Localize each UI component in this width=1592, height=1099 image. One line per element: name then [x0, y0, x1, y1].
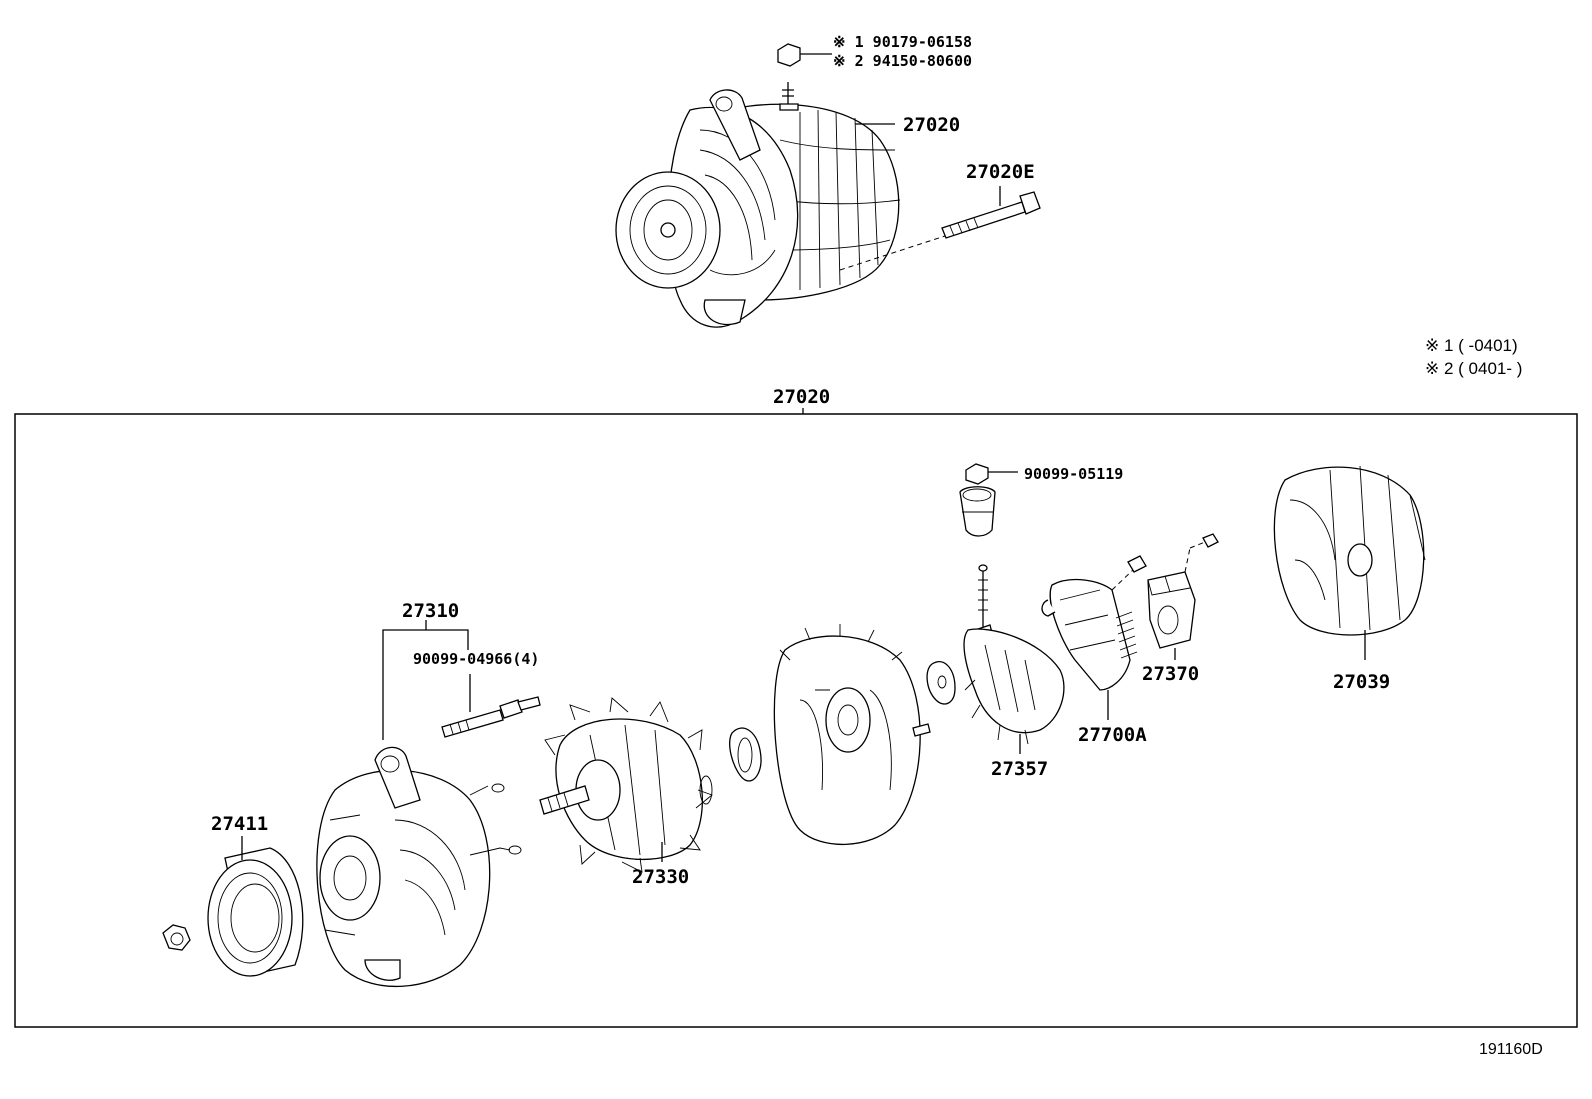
part-number-brush-holder: 27370 [1142, 663, 1199, 685]
part-number-bolt: 27020E [966, 161, 1035, 183]
nut-note-2: ※ 2 94150-80600 [833, 52, 972, 70]
rotor-drawing [539, 697, 713, 873]
pulley-drawing [162, 836, 304, 977]
legend-line-1: ※ 1 ( -0401) [1425, 336, 1518, 355]
terminal-insulator-drawing [959, 463, 1018, 537]
legend-line-2: ※ 2 ( 0401- ) [1425, 359, 1522, 378]
rectifier-end-frame-drawing [773, 624, 931, 846]
part-number-regulator: 27700A [1078, 724, 1147, 746]
drive-end-frame-drawing [316, 620, 522, 987]
part-number-rotor: 27330 [632, 866, 689, 888]
diagram-id: 191160D [1479, 1041, 1543, 1058]
alternator-assembly-drawing [615, 43, 1041, 328]
part-number-terminal-nut: 90099-05119 [1024, 465, 1123, 483]
regulator-drawing [1041, 555, 1147, 720]
part-number-rectifier-holder: 27357 [991, 758, 1048, 780]
spacer-ring-drawing [729, 727, 762, 782]
rear-cover-drawing [1273, 465, 1426, 660]
stud-bolt-drawing [441, 674, 541, 738]
brush-holder-drawing [1147, 533, 1219, 660]
exploded-view-label: 27020 [773, 386, 830, 408]
part-number-rear-cover: 27039 [1333, 671, 1390, 693]
gasket-drawing [926, 661, 956, 705]
exploded-view-frame [14, 413, 1578, 1028]
rectifier-holder-drawing [963, 564, 1065, 754]
part-number-pulley: 27411 [211, 813, 268, 835]
part-number-stud-bolt: 90099-04966(4) [413, 650, 539, 668]
part-number-drive-frame: 27310 [402, 600, 459, 622]
nut-note-1: ※ 1 90179-06158 [833, 33, 972, 51]
part-number-alternator: 27020 [903, 114, 960, 136]
